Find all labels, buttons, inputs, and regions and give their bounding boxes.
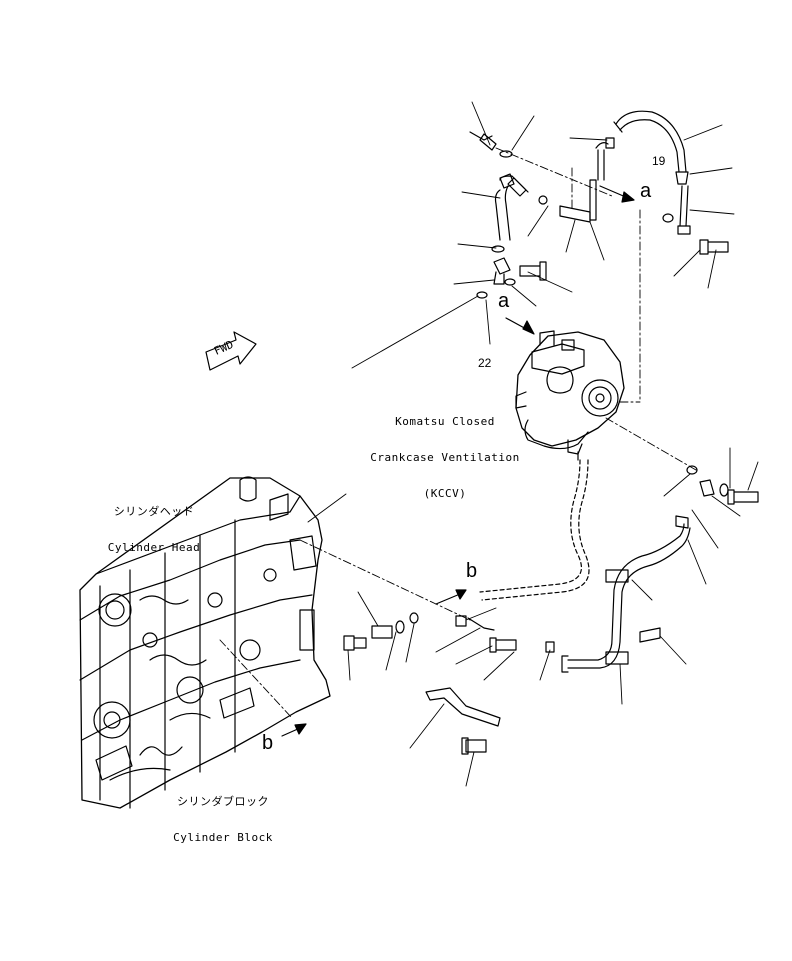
arrow-b-low <box>294 723 307 735</box>
cylinder-head-label-jp: シリンダヘッド <box>113 505 195 518</box>
breather-hose <box>479 459 590 601</box>
arrow-a-top <box>621 191 635 203</box>
arrow-b-mid <box>455 589 467 600</box>
ref-label-a-mid: a <box>498 290 510 312</box>
elbow-hose-upper <box>494 173 548 241</box>
cylinder-block-label: シリンダブロック Cylinder Block <box>160 772 286 856</box>
engine-block <box>79 476 331 809</box>
kccv-label-line2: Crankcase Ventilation <box>370 451 520 464</box>
kccv-label-line1: Komatsu Closed <box>395 415 495 428</box>
kccv-label: Komatsu Closed Crankcase Ventilation (KC… <box>352 392 538 512</box>
kccv-label-line3: (KCCV) <box>423 487 467 500</box>
arrow-a-mid <box>522 320 535 335</box>
fittings-left <box>469 131 547 299</box>
cylinder-block-label-en: Cylinder Block <box>173 831 273 844</box>
fwd-arrow-icon <box>205 331 257 371</box>
support-bar <box>425 687 501 755</box>
part-number-22: 22 <box>478 356 492 370</box>
cylinder-block-label-jp: シリンダブロック <box>177 795 269 808</box>
leader-lines <box>307 101 759 787</box>
lower-fittings <box>343 612 555 653</box>
reference-lines <box>219 147 697 719</box>
upper-bracket <box>559 137 615 223</box>
part-number-19: 19 <box>652 154 666 168</box>
kccv-unit <box>515 330 625 461</box>
ref-label-b-low: b <box>262 732 274 754</box>
cylinder-head-label-en: Cylinder Head <box>107 541 201 554</box>
cylinder-head-label: シリンダヘッド Cylinder Head <box>94 482 214 566</box>
ref-arrows <box>281 185 635 737</box>
lower-hose <box>561 515 691 673</box>
ref-label-b-mid: b <box>466 560 478 582</box>
fittings-right <box>662 213 759 505</box>
ref-label-a-top: a <box>640 180 652 202</box>
upper-hose <box>613 110 691 235</box>
